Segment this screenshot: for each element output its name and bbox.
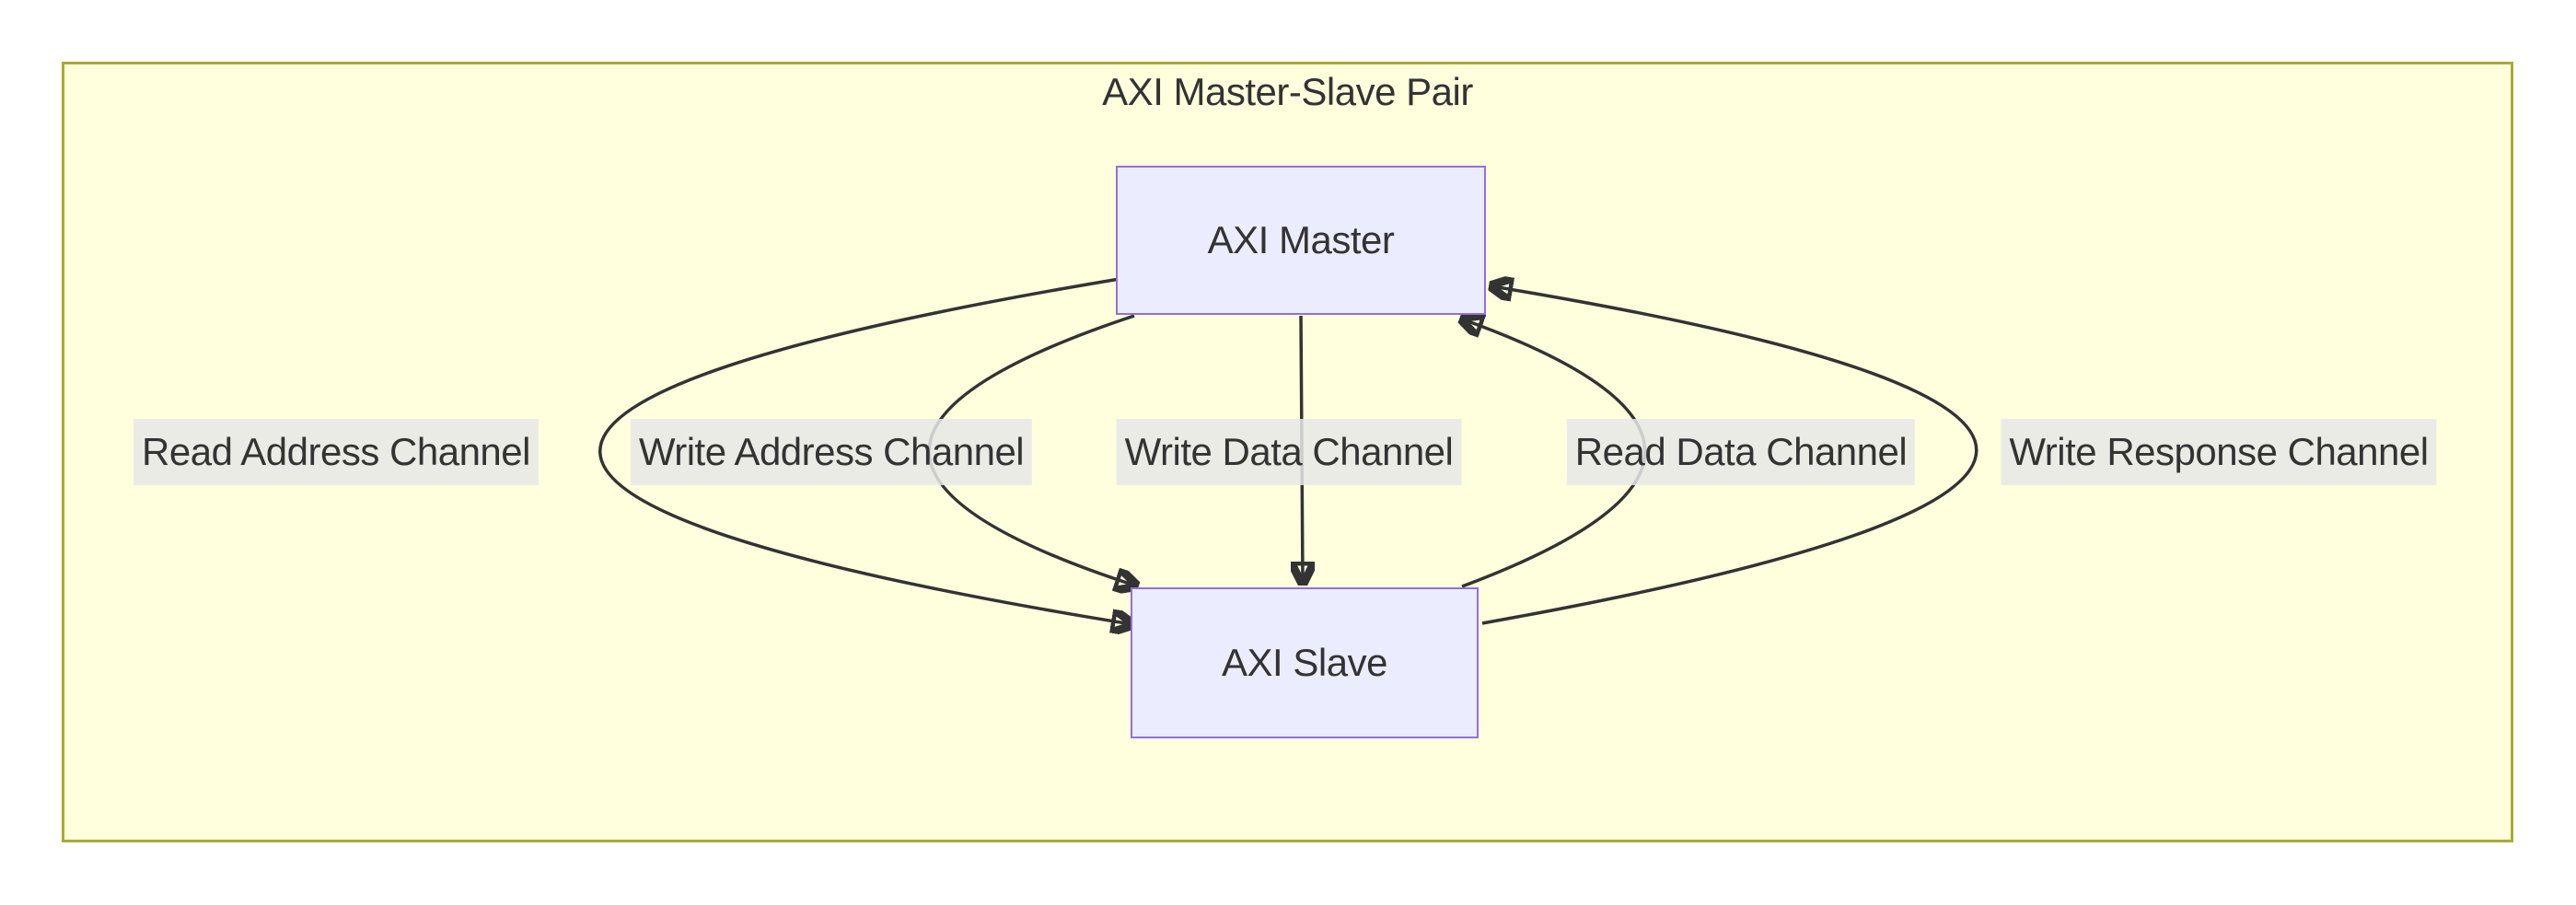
edge-write-response-channel (1481, 286, 1978, 625)
edge-label-write-data-channel: Write Data Channel (1116, 419, 1462, 485)
node-axi-master-label: AXI Master (1207, 218, 1395, 261)
cluster-title: AXI Master-Slave Pair (1102, 70, 1473, 113)
edge-label-read-address-channel: Read Address Channel (133, 419, 539, 485)
node-axi-slave: AXI Slave (1131, 587, 1479, 738)
edge-label-write-address-channel: Write Address Channel (630, 419, 1033, 485)
node-axi-master: AXI Master (1116, 166, 1486, 315)
edge-label-read-data-channel: Read Data Channel (1566, 419, 1916, 485)
edge-label-write-response-channel: Write Response Channel (2001, 419, 2437, 485)
edge-read-address-channel (598, 277, 1131, 624)
node-axi-slave-label: AXI Slave (1222, 641, 1387, 684)
